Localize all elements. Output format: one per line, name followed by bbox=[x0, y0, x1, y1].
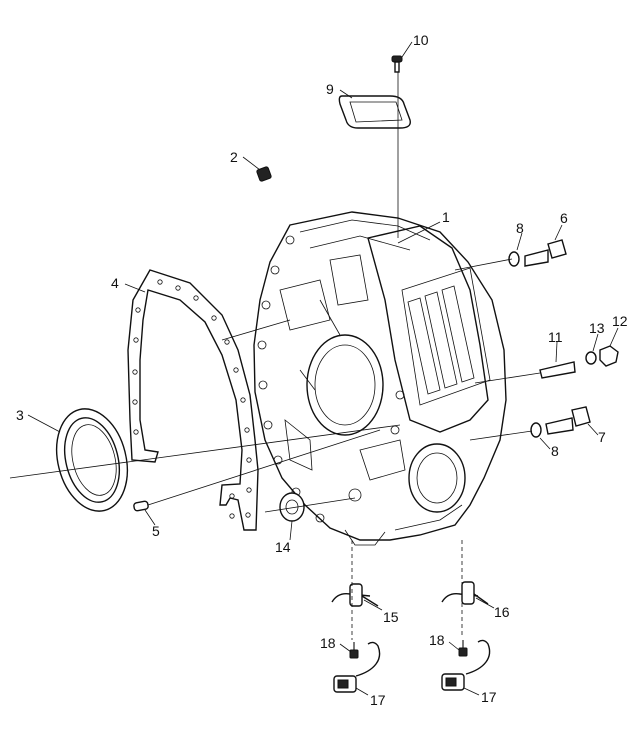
callout-2: 2 bbox=[230, 149, 238, 165]
sensor-16 bbox=[441, 581, 489, 605]
seal-ring bbox=[55, 408, 129, 512]
washer-13 bbox=[585, 351, 597, 365]
callout-6: 6 bbox=[560, 210, 568, 226]
callout-16: 16 bbox=[494, 604, 510, 620]
flywheel-housing bbox=[253, 211, 507, 546]
connector-17-left bbox=[333, 641, 381, 693]
washer-8-upper bbox=[508, 251, 520, 267]
callout-13: 13 bbox=[589, 320, 605, 336]
cover-plate bbox=[338, 95, 411, 129]
callout-1: 1 bbox=[442, 209, 450, 225]
callout-12: 12 bbox=[612, 313, 628, 329]
callout-11: 11 bbox=[548, 329, 563, 345]
screw-10 bbox=[391, 55, 403, 73]
screw-18-right bbox=[458, 640, 468, 657]
plug-2 bbox=[256, 166, 272, 182]
callout-18-left: 18 bbox=[320, 635, 336, 651]
grommet-14 bbox=[279, 492, 305, 522]
callout-15: 15 bbox=[383, 609, 399, 625]
leader-lines bbox=[27, 41, 619, 696]
washer-8-lower bbox=[530, 422, 542, 438]
callout-17-right: 17 bbox=[481, 689, 497, 705]
callout-7: 7 bbox=[598, 429, 606, 445]
connector-17-right bbox=[441, 639, 491, 691]
screw-6 bbox=[524, 239, 567, 267]
callout-10: 10 bbox=[413, 32, 429, 48]
callout-labels: 1 2 3 4 5 6 7 8 8 9 10 11 12 13 14 15 16… bbox=[16, 32, 628, 708]
callout-18-right: 18 bbox=[429, 632, 445, 648]
callout-5: 5 bbox=[152, 523, 160, 539]
callout-3: 3 bbox=[16, 407, 24, 423]
sensor-15 bbox=[331, 583, 379, 607]
assembly-lines bbox=[9, 72, 541, 640]
callout-8-upper: 8 bbox=[516, 220, 524, 236]
stud-11 bbox=[539, 361, 576, 379]
callout-4: 4 bbox=[111, 275, 119, 291]
screw-18-left bbox=[349, 642, 359, 659]
callout-8-lower: 8 bbox=[551, 443, 559, 459]
nut-12 bbox=[599, 345, 619, 367]
screw-7 bbox=[545, 406, 591, 435]
gasket bbox=[127, 269, 259, 531]
pin-5 bbox=[133, 500, 149, 512]
callout-17-left: 17 bbox=[370, 692, 386, 708]
callout-9: 9 bbox=[326, 81, 334, 97]
callout-14: 14 bbox=[275, 539, 291, 555]
